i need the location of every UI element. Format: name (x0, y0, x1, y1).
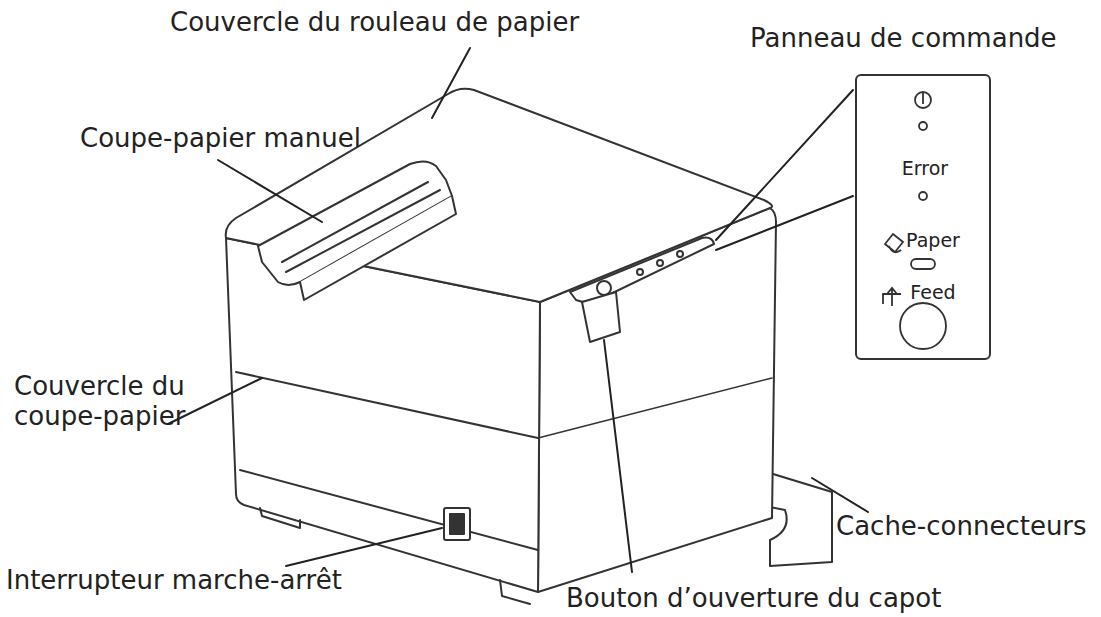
panel-symbols (857, 76, 989, 358)
printer-panel (570, 238, 714, 302)
part-label: Bouton d’ouverture du capot (566, 584, 941, 614)
part-label: Interrupteur marche-arrêt (6, 566, 342, 596)
panel-text: Error (902, 158, 948, 179)
panel-text: Feed (910, 282, 955, 303)
part-label: Panneau de commande (750, 24, 1057, 54)
panel-text: Paper (906, 230, 960, 251)
part-label: Couvercle du coupe-papier (14, 372, 244, 432)
power-switch (444, 508, 470, 540)
part-label: Couvercle du rouleau de papier (170, 8, 579, 38)
paper-roll-cover (226, 89, 772, 302)
cover-open-button (582, 292, 620, 342)
control-panel: ErrorPaperFeed (855, 74, 991, 360)
part-label: Cache-connecteurs (836, 512, 1087, 542)
part-label: Coupe-papier manuel (80, 124, 361, 154)
